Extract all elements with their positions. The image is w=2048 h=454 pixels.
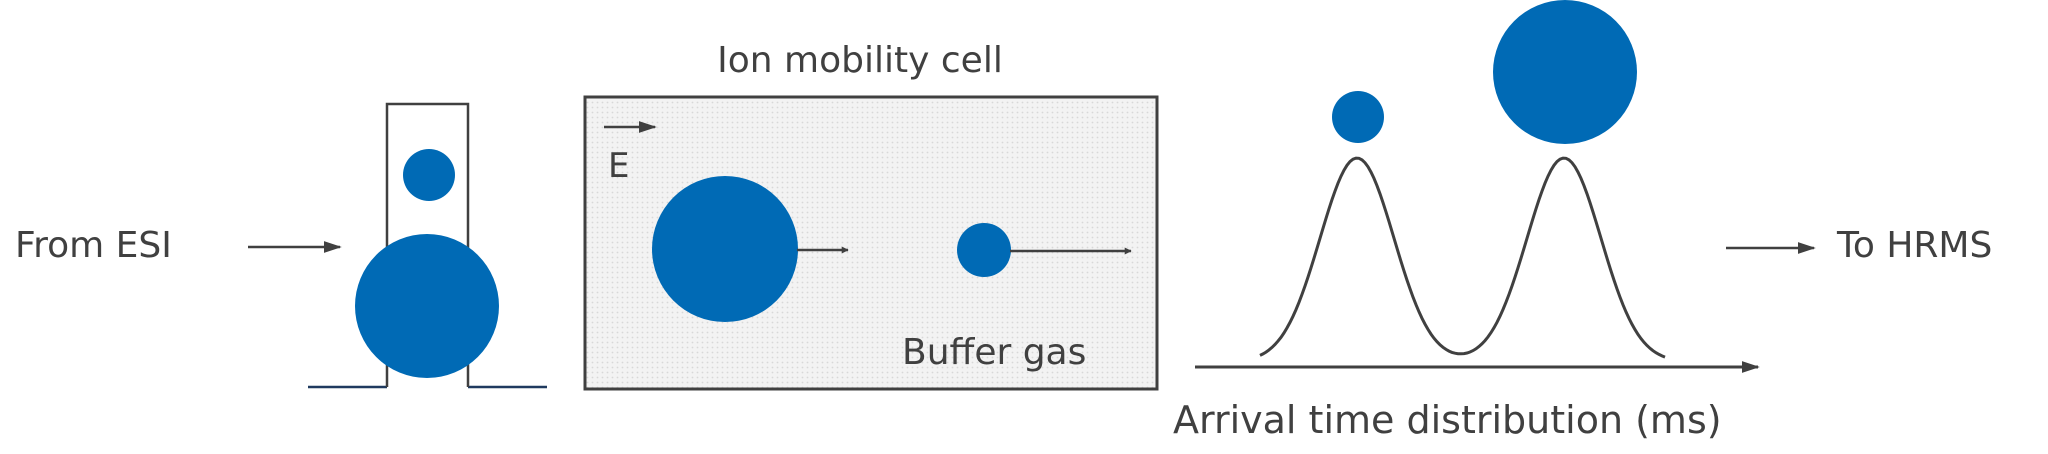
arrival-axis-label: Arrival time distribution (ms) bbox=[1173, 398, 1722, 442]
from-esi-label: From ESI bbox=[15, 225, 172, 266]
field-symbol: E bbox=[608, 146, 629, 186]
to-hrms-label: To HRMS bbox=[1836, 225, 1992, 266]
large-ion-peak-marker bbox=[1493, 0, 1637, 144]
trapped-large-ion bbox=[355, 234, 499, 378]
arrival-distribution-curve bbox=[1259, 156, 1666, 359]
small-ion-peak-marker bbox=[1332, 91, 1384, 143]
electric-field-indicator: E bbox=[604, 121, 657, 186]
trapped-small-ion bbox=[403, 149, 455, 201]
ion-trap bbox=[308, 102, 547, 389]
arrival-time-plot: Arrival time distribution (ms) bbox=[1173, 0, 1760, 442]
drifting-small-ion bbox=[957, 223, 1011, 277]
drifting-large-ion bbox=[652, 176, 798, 322]
cell-title: Ion mobility cell bbox=[717, 40, 1003, 81]
buffer-gas-label: Buffer gas bbox=[902, 332, 1086, 373]
trap-outline bbox=[385, 102, 470, 387]
